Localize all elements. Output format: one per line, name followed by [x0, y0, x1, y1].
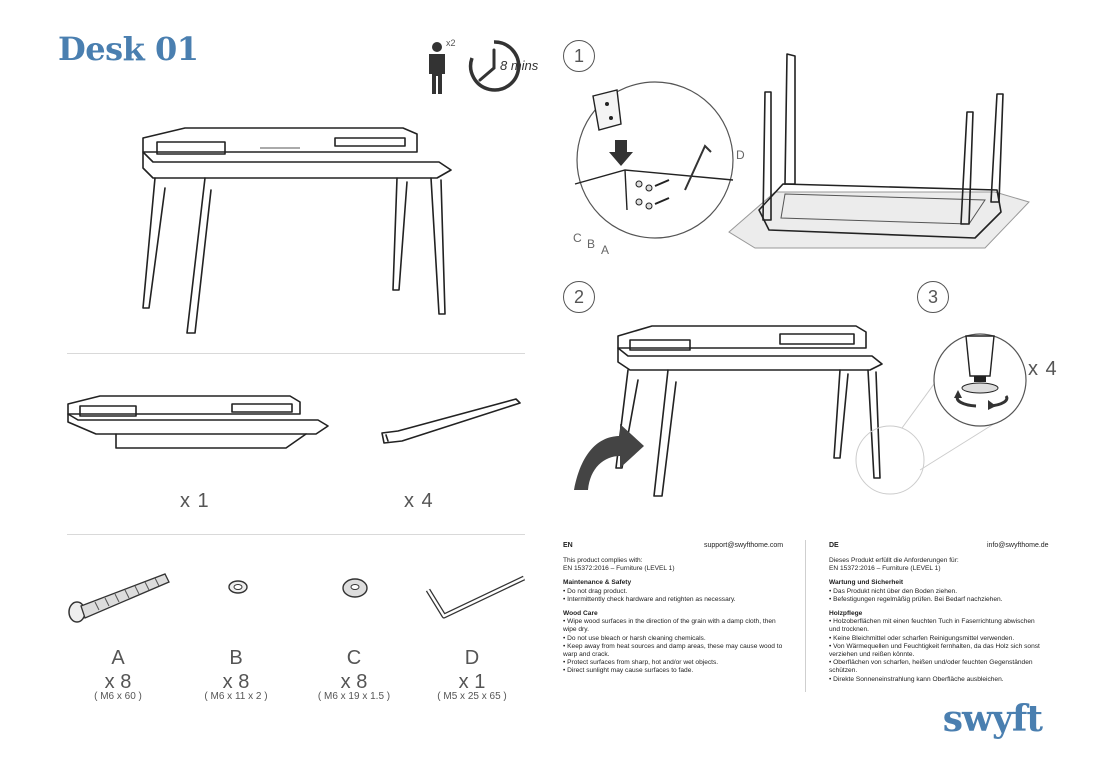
- info-item: • Befestigungen regelmäßig prüfen. Bei B…: [829, 595, 1003, 603]
- part-qty: x 8: [104, 671, 132, 693]
- label-b: B: [587, 237, 596, 251]
- comply-line: Dieses Produkt erfüllt die Anforderungen…: [829, 557, 959, 564]
- lang-de: DE: [829, 542, 839, 549]
- brand-logo: swyft: [942, 698, 1043, 740]
- large-washer-icon: [342, 578, 368, 598]
- support-email[interactable]: support@swyfthome.com: [704, 542, 784, 549]
- washer-icon: [228, 580, 248, 594]
- divider: [67, 353, 525, 354]
- info-item: • Holzoberflächen mit einen feuchten Tuc…: [829, 618, 1035, 634]
- part-spec: ( M6 x 19 x 1.5 ): [317, 691, 391, 702]
- desk-illustration: [142, 127, 452, 334]
- part-qty: x 1: [458, 671, 486, 693]
- label-a: A: [601, 243, 610, 257]
- step3-qty: x 4: [1028, 358, 1058, 380]
- step1-upside-down-desk: [728, 53, 1030, 249]
- part-spec: ( M6 x 60 ): [94, 691, 142, 702]
- info-item: • Do not drag product.: [563, 587, 628, 595]
- step-number-2: 2: [563, 281, 595, 313]
- leg-part: [381, 398, 521, 444]
- divider: [67, 534, 525, 535]
- comply-line: EN 15372:2016 – Furniture (LEVEL 1): [563, 565, 675, 573]
- section-heading: Maintenance & Safety: [563, 579, 632, 587]
- info-item: • Keine Bleichmittel oder scharfen Reini…: [829, 634, 1015, 642]
- part-letter: C: [346, 647, 362, 669]
- info-item: • Keep away from heat sources and damp a…: [563, 642, 783, 659]
- legs-qty: x 4: [404, 490, 434, 512]
- step-number-3: 3: [917, 281, 949, 313]
- people-count: x2: [446, 38, 456, 48]
- person-icon: [429, 42, 445, 94]
- part-spec: ( M5 x 25 x 65 ): [437, 691, 507, 702]
- part-qty: x 8: [222, 671, 250, 693]
- part-letter: A: [111, 647, 125, 669]
- info-item: • Das Produkt nicht über den Boden ziehe…: [829, 587, 958, 595]
- section-heading: Holzpflege: [829, 610, 863, 618]
- info-item: • Protect surfaces from sharp, hot and/o…: [563, 659, 719, 667]
- info-de: Dieses Produkt erfüllt die Anforderungen…: [829, 557, 1043, 684]
- info-en: This product complies with: EN 15372:201…: [563, 557, 783, 676]
- part-qty: x 8: [340, 671, 368, 693]
- section-heading: Wartung und Sicherheit: [829, 579, 904, 587]
- step2-desk-illustration: [574, 325, 883, 497]
- part-letter: B: [229, 647, 243, 669]
- label-c: C: [573, 231, 582, 245]
- part-letter: D: [464, 647, 480, 669]
- step-number-1: 1: [563, 40, 595, 72]
- lang-en: EN: [563, 542, 573, 549]
- info-item: • Von Wärmequellen und Feuchtigkeit fern…: [829, 642, 1040, 659]
- step1-detail-circle: [574, 81, 734, 239]
- desk-top-qty: x 1: [180, 490, 210, 512]
- comply-line: This product complies with:: [563, 557, 643, 564]
- page-title: Desk 01: [58, 30, 199, 68]
- step3-foot-detail: [855, 333, 1027, 495]
- info-item: • Oberflächen von scharfen, heißen und/o…: [829, 659, 1033, 675]
- info-item: • Do not use bleach or harsh cleaning ch…: [563, 634, 706, 642]
- section-heading: Wood Care: [563, 610, 598, 618]
- info-item: • Direct sunlight may cause surfaces to …: [563, 667, 694, 675]
- comply-line: EN 15372:2016 – Furniture (LEVEL 1): [829, 565, 941, 573]
- info-item: • Direkte Sonneneinstrahlung kann Oberfl…: [829, 675, 1004, 683]
- assembly-time: 8 mins: [500, 58, 539, 73]
- info-item: • Intermittently check hardware and reti…: [563, 595, 736, 603]
- info-item: • Wipe wood surfaces in the direction of…: [563, 618, 776, 634]
- label-d: D: [736, 148, 745, 162]
- part-spec: ( M6 x 11 x 2 ): [204, 691, 268, 702]
- allen-key-icon: [425, 575, 526, 619]
- info-email[interactable]: info@swyfthome.de: [987, 542, 1049, 549]
- clock-icon: [468, 40, 521, 92]
- bolt-icon: [68, 573, 170, 623]
- column-divider: [805, 540, 806, 692]
- desk-top-part: [67, 395, 329, 449]
